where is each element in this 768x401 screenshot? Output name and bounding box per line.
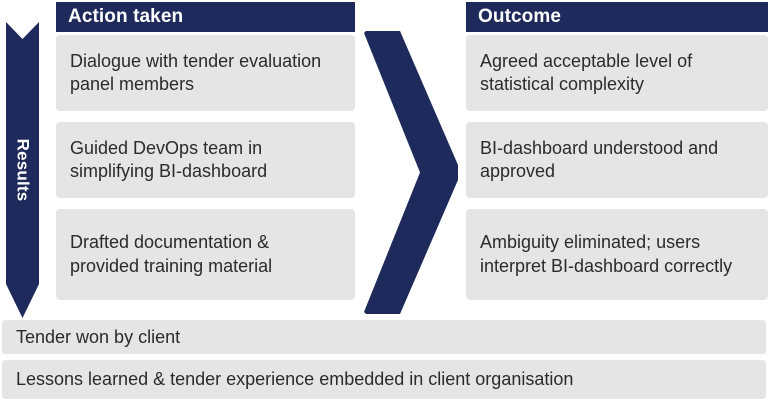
center-chevron-arrow-icon xyxy=(364,31,459,314)
results-arrow-polygon xyxy=(6,22,39,318)
action-card-1: Dialogue with tender evaluation panel me… xyxy=(56,35,355,111)
action-card-2-text: Guided DevOps team in simplifying BI-das… xyxy=(70,137,268,181)
action-card-3-text: Drafted documentation & provided trainin… xyxy=(70,232,273,276)
column-outcome: Outcome Agreed acceptable level of stati… xyxy=(466,2,768,300)
column-header-outcome: Outcome xyxy=(466,2,768,32)
footer-bar-2-text: Lessons learned & tender experience embe… xyxy=(16,369,574,389)
footer-bar-2: Lessons learned & tender experience embe… xyxy=(2,360,766,399)
column-header-action-taken: Action taken xyxy=(56,2,355,32)
outcome-card-2-text: BI-dashboard understood and approved xyxy=(480,137,719,181)
outcome-card-1-text: Agreed acceptable level of statistical c… xyxy=(480,50,693,94)
results-arrow-shape xyxy=(6,22,39,318)
footer-bar-1: Tender won by client xyxy=(2,320,766,354)
outcome-card-3-text: Ambiguity eliminated; users interpret BI… xyxy=(480,232,733,276)
outcome-card-3: Ambiguity eliminated; users interpret BI… xyxy=(466,209,768,300)
center-chevron-polygon xyxy=(364,31,458,314)
action-card-1-text: Dialogue with tender evaluation panel me… xyxy=(70,50,322,94)
action-card-2: Guided DevOps team in simplifying BI-das… xyxy=(56,122,355,198)
footer-bar-1-text: Tender won by client xyxy=(16,326,181,347)
outcome-card-2: BI-dashboard understood and approved xyxy=(466,122,768,198)
outcome-card-1: Agreed acceptable level of statistical c… xyxy=(466,35,768,111)
action-card-3: Drafted documentation & provided trainin… xyxy=(56,209,355,300)
column-action-taken: Action taken Dialogue with tender evalua… xyxy=(56,2,355,300)
